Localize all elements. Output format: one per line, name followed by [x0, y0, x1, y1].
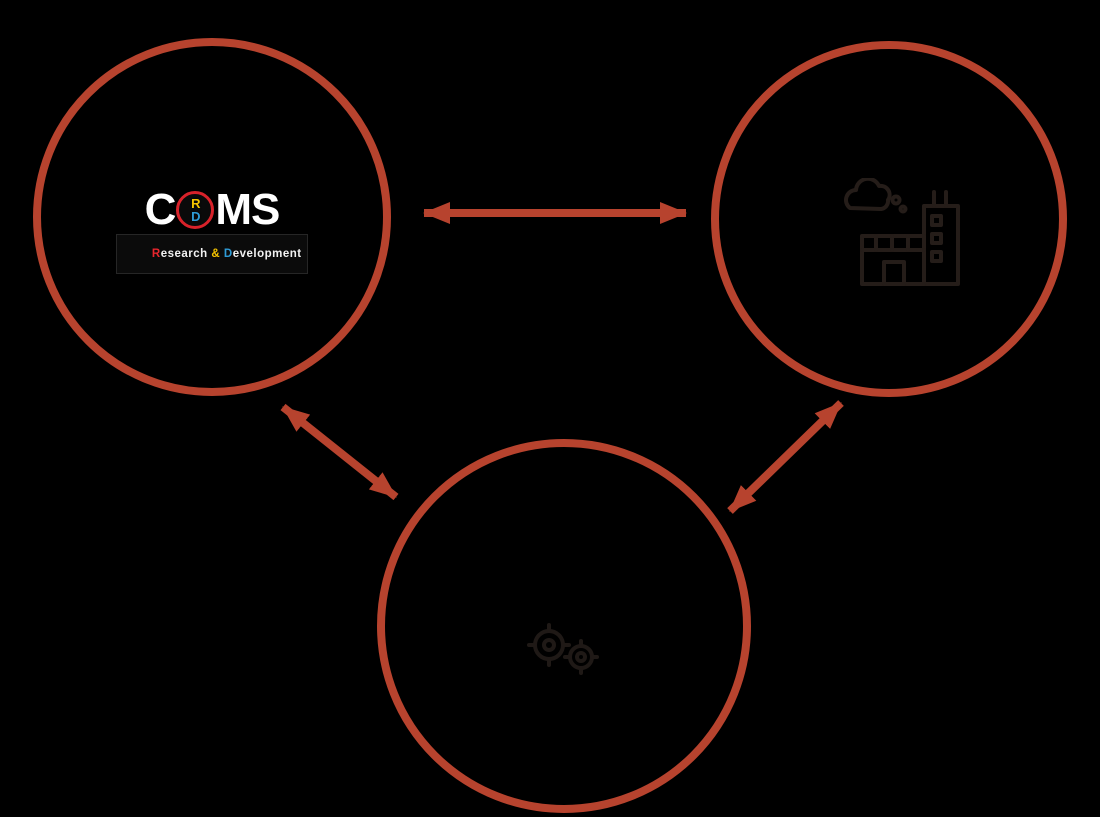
badge-letter-d: D: [191, 209, 200, 224]
coms-letter-c: C: [144, 185, 177, 234]
coms-rd-logo: C R D M S Research & Development: [116, 185, 308, 274]
subtitle-evelopment: evelopment: [232, 248, 302, 260]
subtitle-letter-d: D: [223, 248, 233, 260]
subtitle-ampersand: &: [211, 248, 224, 260]
arrow-coms-machines: [280, 403, 399, 501]
subtitle-esearch: esearch: [160, 248, 212, 260]
node-coms-rd: C R D M S Research & Development: [33, 38, 391, 396]
coms-subtitle: Research & Development: [116, 234, 308, 274]
coms-letter-s: S: [251, 185, 280, 234]
subtitle-letter-r: R: [151, 248, 161, 260]
node-factory: [711, 41, 1067, 397]
gears-icon: [519, 613, 609, 688]
node-machines: [377, 439, 751, 813]
coms-wordmark: C R D M S: [144, 185, 281, 234]
coms-letter-m: M: [215, 185, 252, 234]
factory-icon: [828, 176, 978, 303]
arrow-factory-machines: [727, 400, 844, 514]
badge-letter-r: R: [191, 196, 200, 211]
rd-badge-icon: R D: [176, 191, 215, 229]
